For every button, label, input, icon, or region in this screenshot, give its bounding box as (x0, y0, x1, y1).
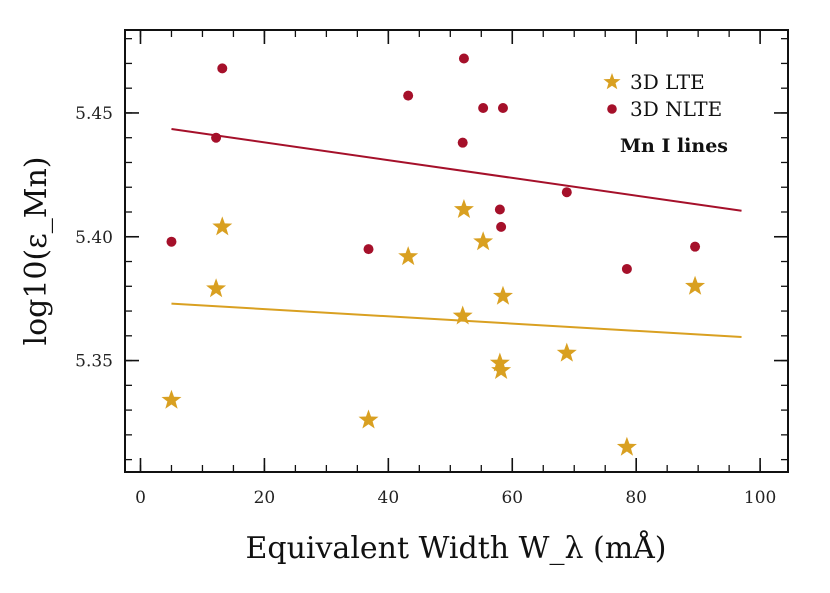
nlte-circle-point (363, 244, 374, 255)
tick-labels: 0 20 40 60 80 100 5.35 5.40 5.45 (75, 104, 776, 508)
legend-label-lte: 3D LTE (630, 70, 705, 94)
lte-star-point (489, 352, 510, 372)
lte-star-point (491, 359, 512, 379)
nlte-fit-line (171, 128, 742, 212)
lte-star-point (453, 199, 474, 219)
legend-star-marker (603, 73, 621, 90)
nlte-circle-point (497, 103, 508, 113)
x-tick-label: 80 (625, 488, 647, 508)
x-tick-label: 100 (744, 488, 776, 508)
nlte-circle-point (561, 187, 572, 198)
legend-annotation: Mn I lines (620, 135, 728, 157)
plot-frame (124, 29, 789, 473)
lte-star-point (473, 231, 494, 251)
lte-star-point (358, 409, 379, 429)
nlte-circle-point (457, 137, 468, 148)
x-axis-title: Equivalent Width W_λ (mÅ) (245, 530, 666, 566)
lte-star-point (398, 246, 419, 266)
y-tick-label: 5.40 (75, 228, 113, 248)
x-tick-label: 20 (254, 488, 276, 508)
nlte-circle-point (496, 221, 507, 232)
lte-star-point (685, 275, 706, 295)
y-axis-title: log10(ε_Mn) (19, 156, 54, 345)
lte-star-point (616, 436, 637, 456)
lte-star-point (492, 285, 513, 305)
lte-star-point (212, 216, 233, 236)
nlte-circle-point (211, 132, 222, 143)
legend-circle-marker (607, 104, 617, 114)
nlte-circle-point (494, 204, 505, 215)
nlte-circle-point (458, 53, 469, 64)
nlte-circle-point (478, 103, 489, 113)
legend-label-nlte: 3D NLTE (630, 97, 722, 121)
y-tick-label: 5.35 (75, 352, 113, 372)
lte-star-point (161, 389, 182, 409)
nlte-circle-point (217, 63, 228, 74)
nlte-circle-point (166, 236, 177, 247)
lte-star-point (206, 278, 227, 298)
x-tick-label: 60 (501, 488, 523, 508)
lte-star-point (452, 305, 473, 325)
legend: 3D LTE 3D NLTE Mn I lines (603, 70, 728, 157)
fit-lines (171, 128, 742, 339)
major-ticks (125, 30, 788, 472)
nlte-circle-point (621, 263, 632, 274)
y-tick-label: 5.45 (75, 104, 113, 124)
nlte-circle-point (690, 241, 701, 252)
data-markers (161, 53, 706, 456)
lte-fit-line (171, 302, 742, 339)
lte-star-point (556, 342, 577, 362)
x-tick-label: 40 (378, 488, 400, 508)
nlte-circle-point (403, 90, 414, 101)
x-tick-label: 0 (135, 488, 146, 508)
